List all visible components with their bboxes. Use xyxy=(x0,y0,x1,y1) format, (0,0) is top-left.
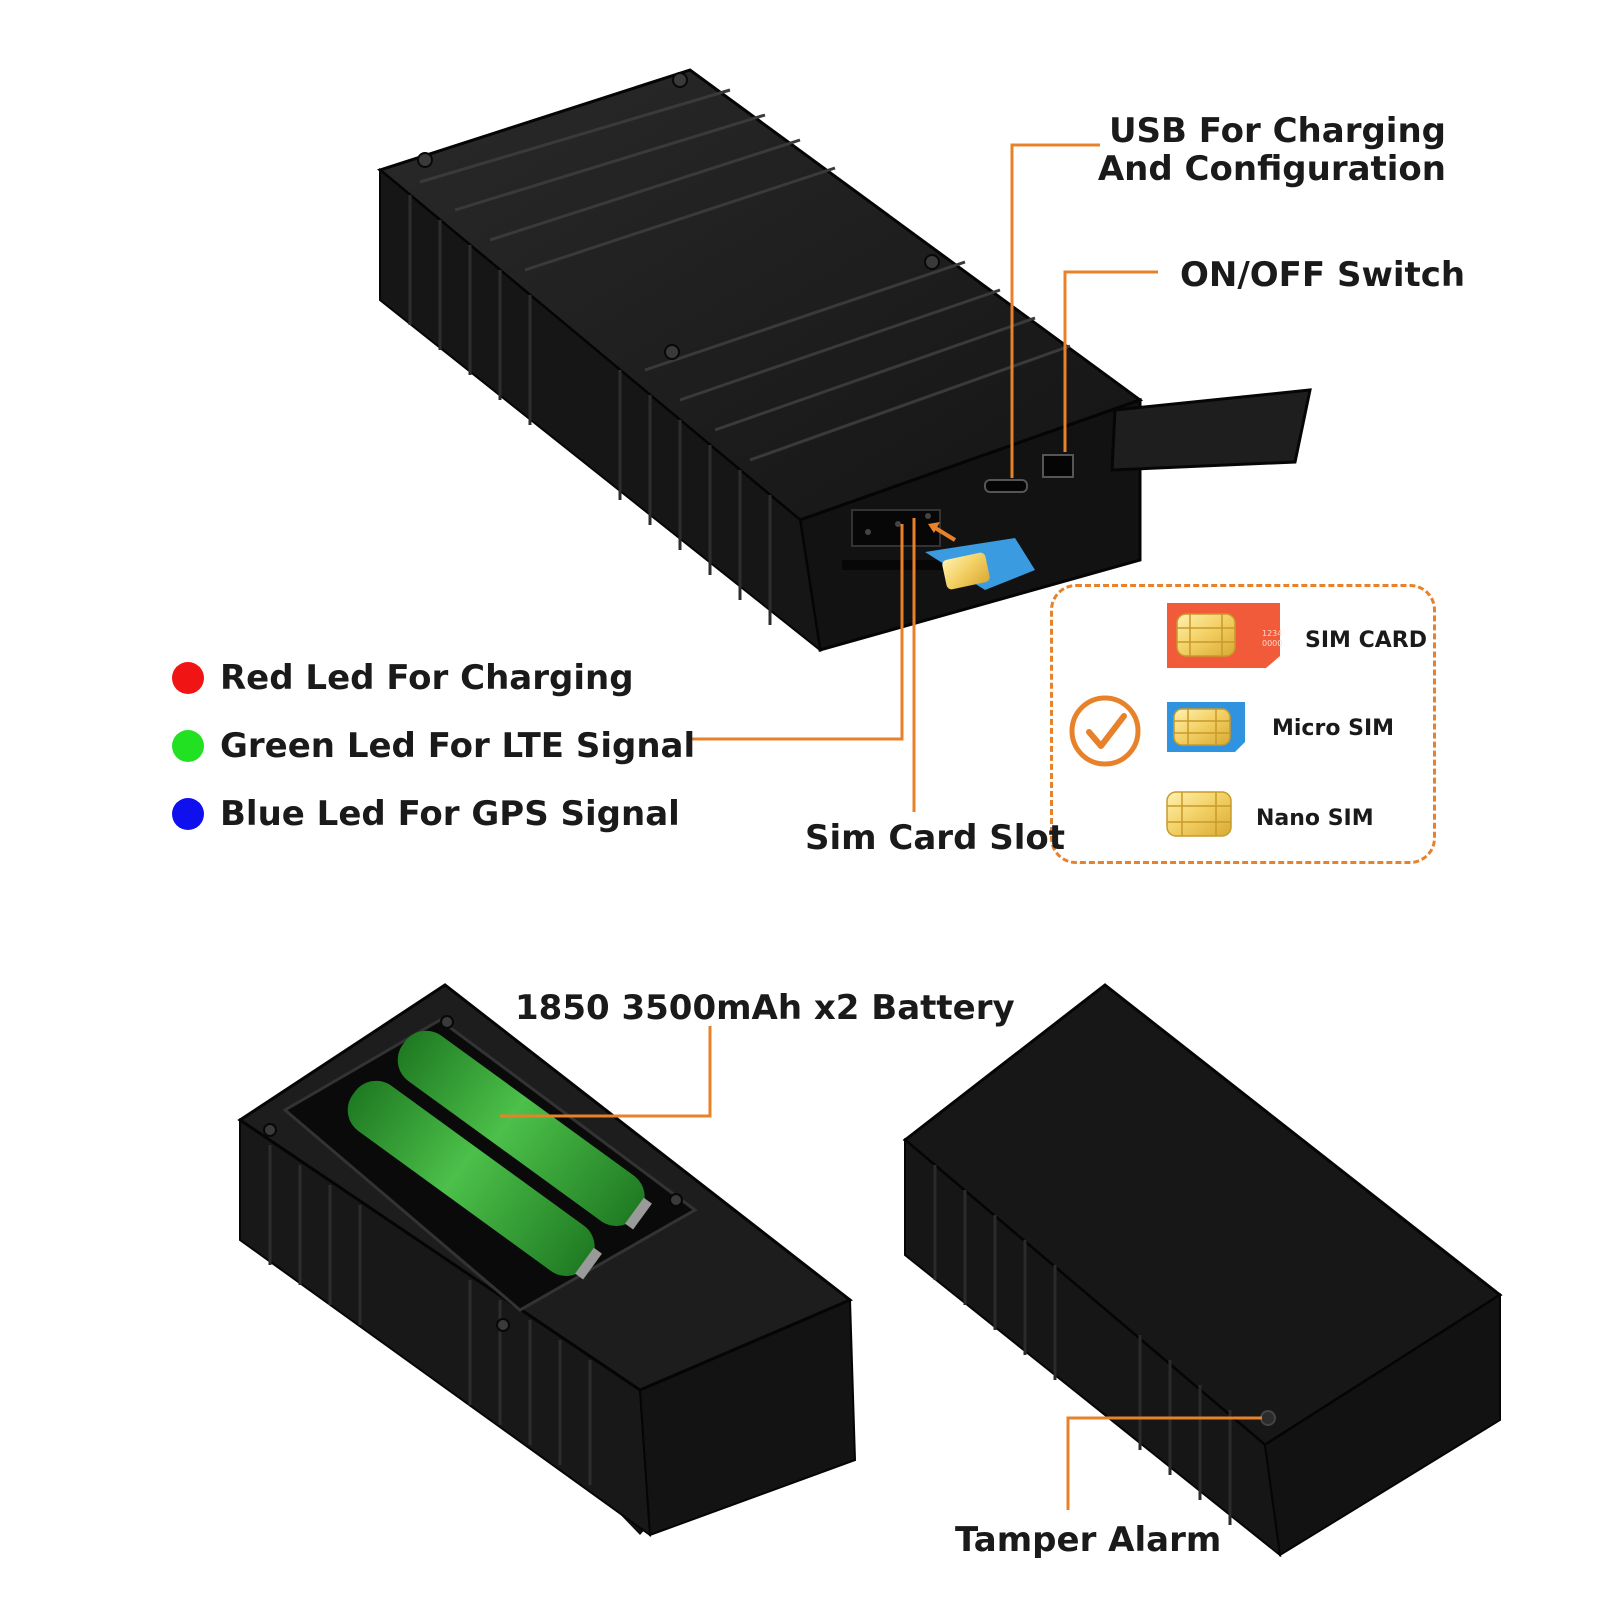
device-top-view xyxy=(376,68,1312,653)
led-label-green: Green Led For LTE Signal xyxy=(220,726,696,766)
sim-print-line2: 0000 xyxy=(1262,639,1282,648)
sim-type-label-standard: SIM CARD xyxy=(1305,628,1427,653)
red-led-icon xyxy=(172,662,204,694)
battery-callout: 1850 3500mAh x2 Battery xyxy=(515,988,1015,1028)
sim-print-line1: 1234 xyxy=(1262,629,1282,638)
tamper-sensor xyxy=(1260,1410,1276,1426)
sim-type-box xyxy=(1050,584,1436,864)
tamper-callout: Tamper Alarm xyxy=(955,1520,1222,1560)
sim-slot-callout: Sim Card Slot xyxy=(805,818,1065,858)
on-off-callout: ON/OFF Switch xyxy=(1180,255,1466,295)
inserting-sim-icon xyxy=(925,538,1035,590)
sim-type-label-micro: Micro SIM xyxy=(1272,716,1395,741)
check-circle-icon xyxy=(1069,695,1141,767)
green-led-icon xyxy=(172,730,204,762)
device-battery-view xyxy=(237,983,857,1538)
usb-callout-line2: And Configuration xyxy=(1097,149,1446,189)
battery-cells xyxy=(347,1030,652,1280)
sim-card-icon: 1234 0000 xyxy=(1167,603,1282,668)
usb-callout-line1: USB For Charging xyxy=(1108,111,1446,151)
sim-type-label-nano: Nano SIM xyxy=(1256,806,1374,831)
usb-callout: USB For Charging And Configuration xyxy=(1098,112,1446,188)
callout-lines-top xyxy=(690,143,1158,812)
led-label-red: Red Led For Charging xyxy=(220,658,634,698)
micro-sim-icon xyxy=(1167,702,1245,752)
nano-sim-icon xyxy=(1166,791,1232,837)
led-label-blue: Blue Led For GPS Signal xyxy=(220,794,680,834)
blue-led-icon xyxy=(172,798,204,830)
device-bottom-view xyxy=(902,983,1503,1558)
callout-lines-bottom xyxy=(500,1026,1262,1510)
